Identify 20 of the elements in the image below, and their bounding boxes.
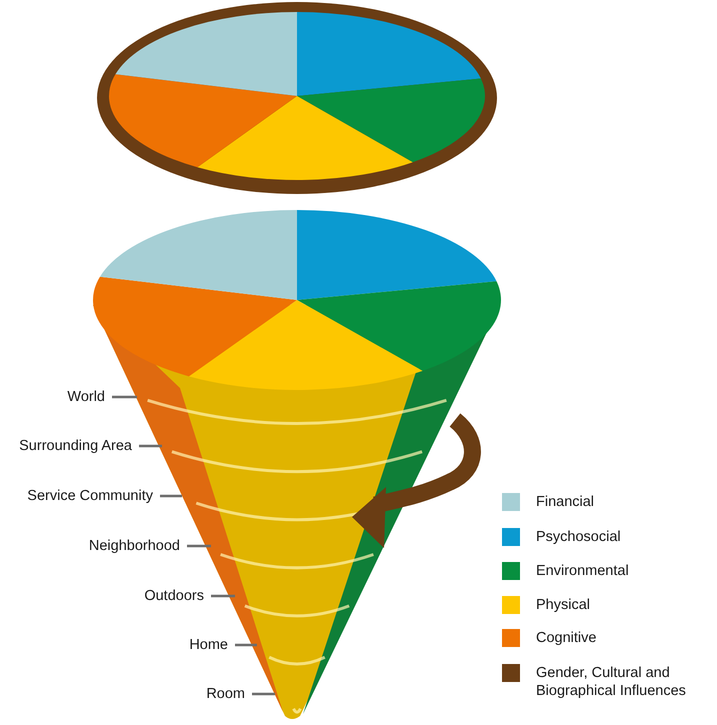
- legend-label: Physical: [536, 596, 591, 614]
- level-label: World: [67, 388, 105, 406]
- legend-label: Psychosocial: [536, 528, 622, 546]
- leader-line: [235, 644, 257, 646]
- legend-label: Environmental: [536, 562, 630, 580]
- level-label: Surrounding Area: [19, 437, 132, 455]
- level-label: Outdoors: [144, 587, 204, 605]
- legend-label: Gender, Cultural and Biographical Influences: [536, 664, 687, 700]
- leader-line: [112, 396, 137, 398]
- leader-line: [139, 444, 162, 448]
- leader-line: [160, 494, 182, 498]
- level-label: Room: [206, 685, 245, 703]
- leader-line: [211, 594, 235, 598]
- leader-line: [187, 544, 211, 548]
- level-label: Home: [189, 636, 228, 654]
- level-label: Service Community: [27, 487, 153, 505]
- leader-line: [252, 692, 275, 696]
- level-label: Neighborhood: [88, 537, 180, 555]
- legend-label: Financial: [536, 493, 596, 511]
- legend-label: Cognitive: [536, 629, 598, 647]
